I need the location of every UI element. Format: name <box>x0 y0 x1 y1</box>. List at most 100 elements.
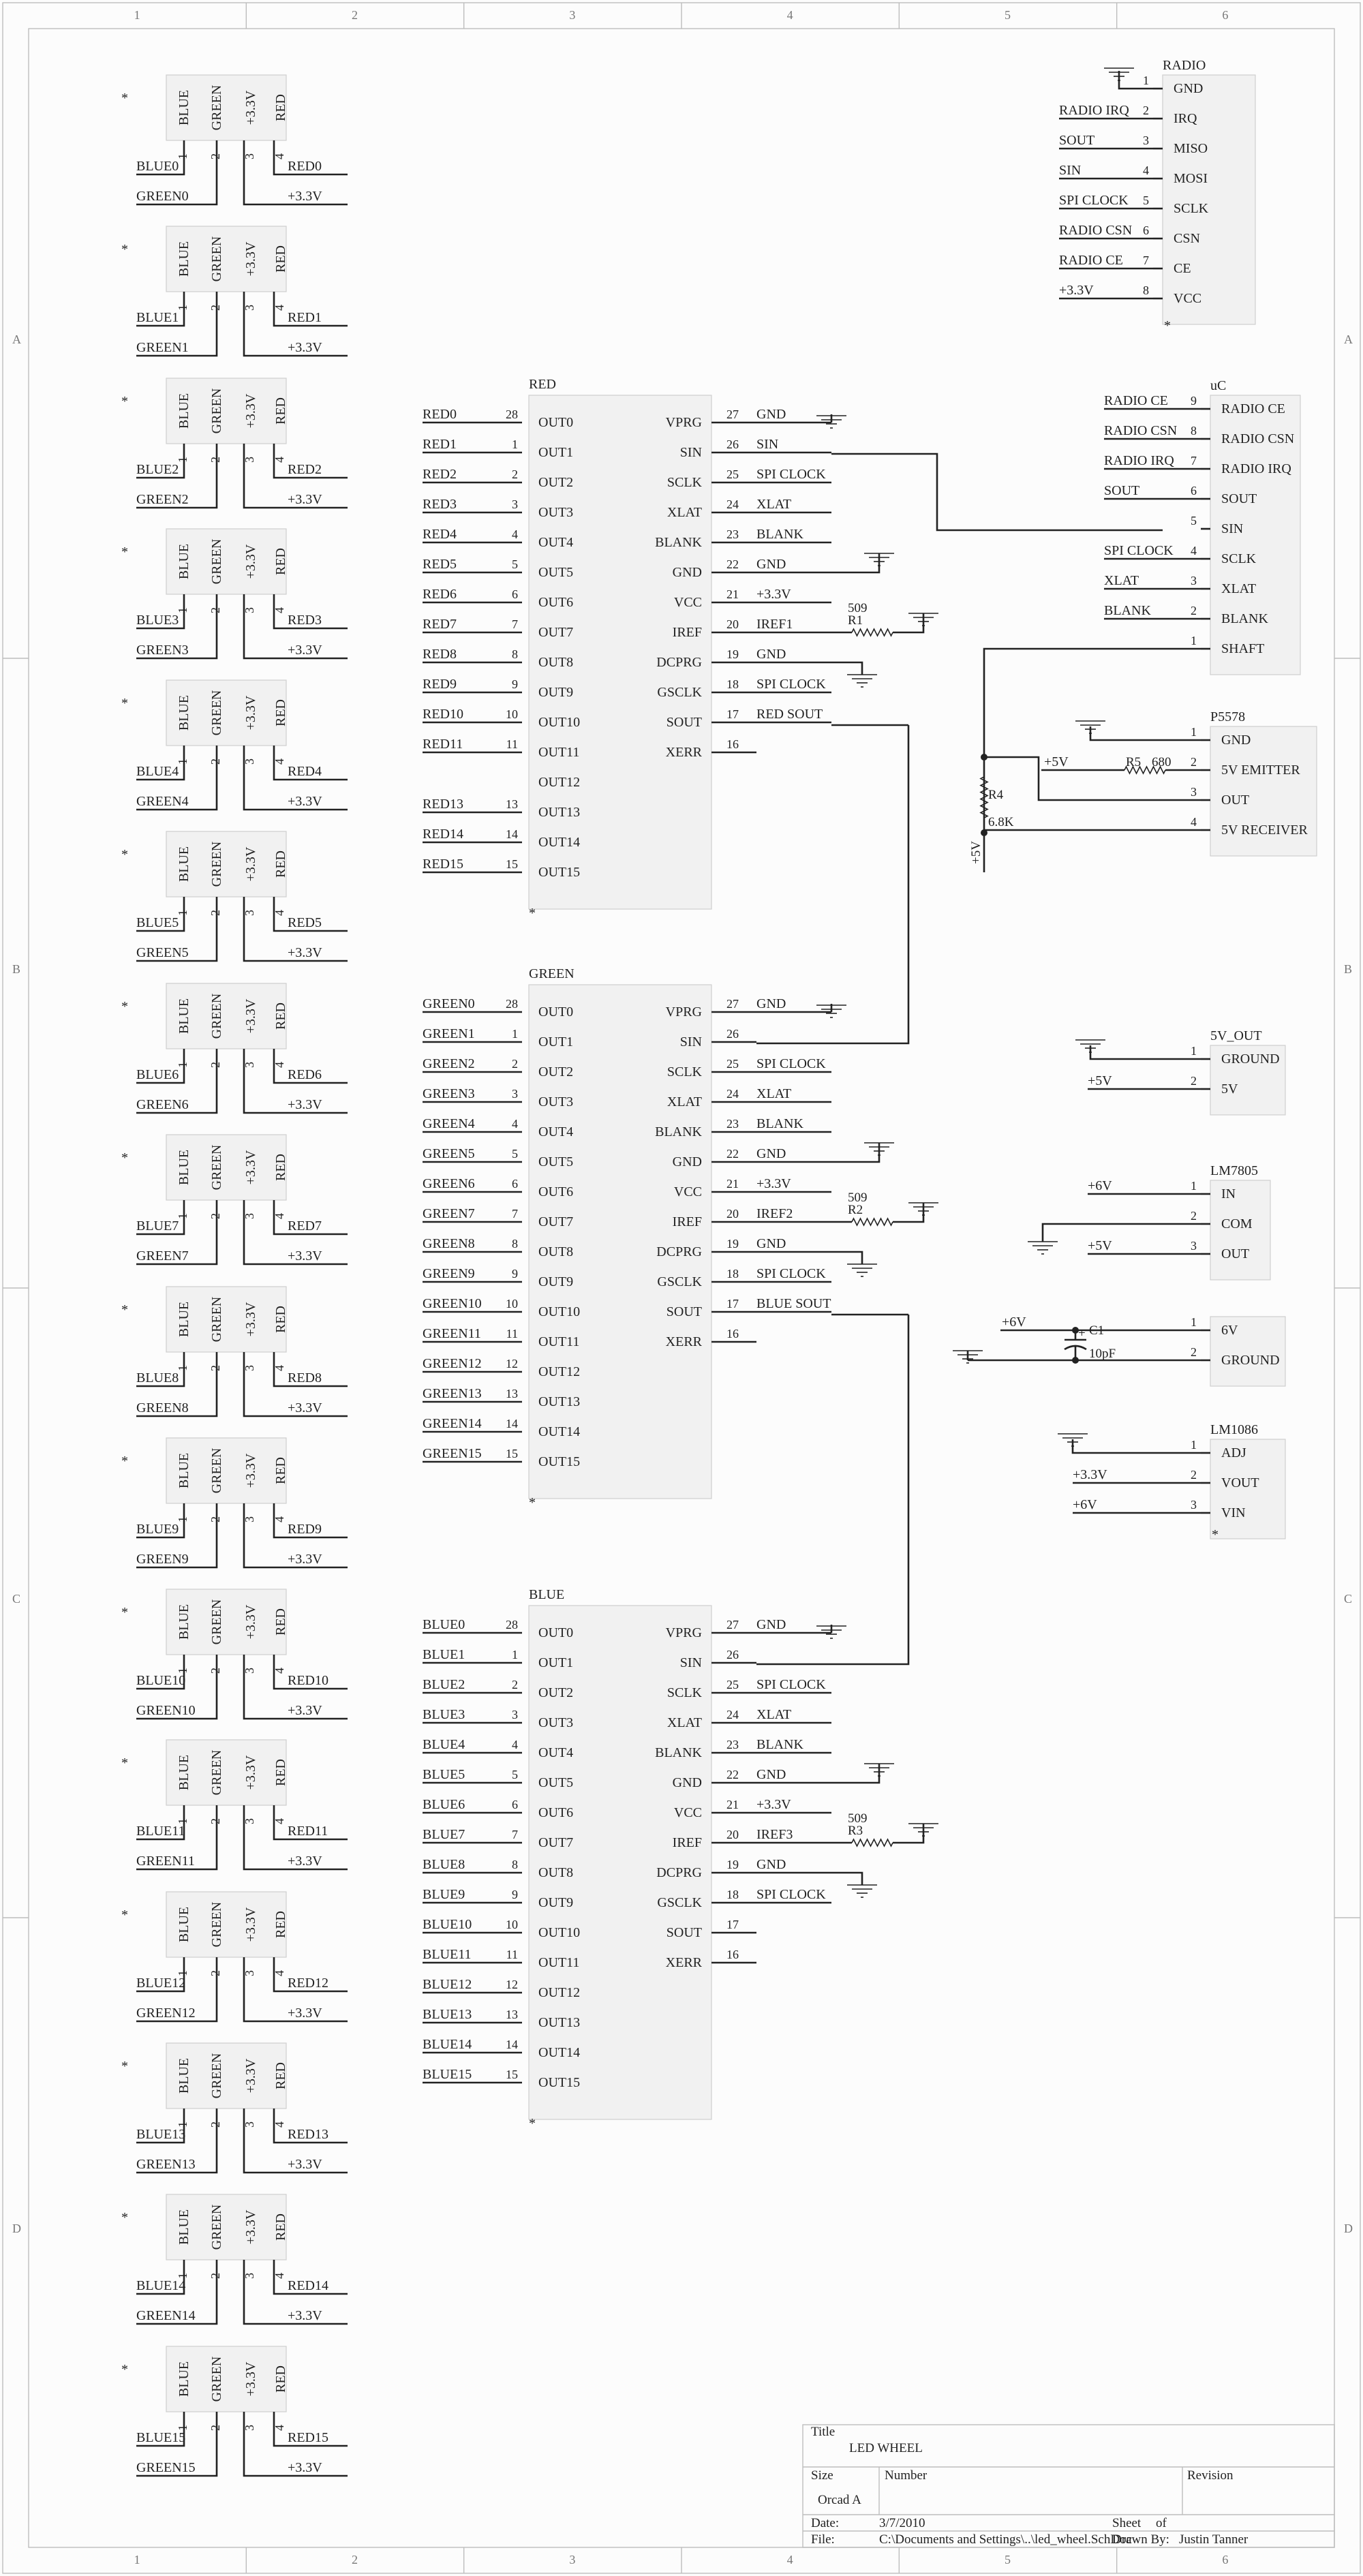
pin-number: 3 <box>1191 1239 1197 1253</box>
pin-number: 6 <box>1143 224 1149 237</box>
right-net-label: GND <box>756 996 786 1011</box>
led-marker: * <box>121 999 128 1014</box>
resistor-icon <box>1124 765 1166 775</box>
led-pin-number: 4 <box>273 1970 286 1976</box>
led-pin-number: 4 <box>273 1062 286 1068</box>
left-net-label: BLUE8 <box>423 1857 465 1872</box>
pin-number: 1 <box>1191 725 1197 739</box>
red-net-label: RED3 <box>288 613 322 628</box>
r5-ref: R5 <box>1126 755 1141 769</box>
left-pin-name: OUT5 <box>538 565 573 580</box>
vcc-net-label: +3.3V <box>288 2006 322 2021</box>
blue-wire <box>136 1805 185 1841</box>
led-pin-number: 4 <box>273 2425 286 2431</box>
p5578-5v-net: +5V <box>1044 754 1069 769</box>
right-pin-name: SOUT <box>667 715 702 730</box>
right-pin-number: 16 <box>726 1327 739 1340</box>
left-pin-name: OUT0 <box>538 1625 573 1640</box>
led-pin-name: +3.3V <box>243 1302 258 1336</box>
pin-number: 8 <box>1191 424 1197 438</box>
blue-wire <box>136 2109 185 2144</box>
blue-net-label: BLUE13 <box>136 2127 185 2142</box>
green-wire <box>136 1049 218 1114</box>
led-body <box>166 831 287 898</box>
left-net-label: RED1 <box>423 437 457 452</box>
zone-row-left: C <box>12 1592 20 1606</box>
left-net-label: GREEN12 <box>423 1356 482 1371</box>
resistor-value: 509 <box>848 1811 868 1826</box>
left-net-label: RED15 <box>423 857 463 872</box>
zone-column-top: 6 <box>1222 8 1228 22</box>
net-label: RADIO CE <box>1059 253 1123 268</box>
vcc-net-label: +3.3V <box>288 1400 322 1415</box>
led-pin-name: +3.3V <box>243 846 258 881</box>
pin-number: 2 <box>1191 1209 1197 1223</box>
led-marker: * <box>121 2362 128 2377</box>
left-pin-name: OUT2 <box>538 1685 573 1700</box>
right-pin-name: SOUT <box>667 1304 702 1319</box>
size-label: Size <box>811 2468 833 2483</box>
left-pin-name: OUT8 <box>538 1244 573 1259</box>
pin-number: 7 <box>1191 454 1197 467</box>
led-pin-name: RED <box>273 1154 288 1181</box>
red-net-label: RED10 <box>288 1673 328 1688</box>
left-pin-name: OUT12 <box>538 1364 580 1379</box>
drawn-by-label: Drawn By: <box>1112 2532 1169 2547</box>
right-net-label: BLUE SOUT <box>756 1296 831 1311</box>
right-pin-number: 21 <box>726 587 739 601</box>
zone-column-top: 5 <box>1005 8 1011 22</box>
left-net-label: BLUE15 <box>423 2067 472 2082</box>
led-pin-name: BLUE <box>177 1150 192 1185</box>
blue-wire <box>136 2260 185 2295</box>
left-net-label: GREEN0 <box>423 996 475 1011</box>
led-pin-name: BLUE <box>177 2209 192 2245</box>
led-pin-name: +3.3V <box>243 998 258 1033</box>
left-pin-name: OUT11 <box>538 745 579 760</box>
led-pin-number: 1 <box>176 153 189 159</box>
left-pin-number: 11 <box>506 1327 518 1340</box>
led-pin-number: 3 <box>243 1970 256 1976</box>
net-label: BLANK <box>1104 603 1151 618</box>
cap-plate-curved <box>1064 1345 1087 1351</box>
led-pin-name: GREEN <box>209 1599 224 1645</box>
led-pin-number: 1 <box>176 607 189 613</box>
blue-wire <box>136 1503 185 1539</box>
led-pin-name: BLUE <box>177 544 192 579</box>
zone-row-right: C <box>1344 1592 1352 1606</box>
driver-title: GREEN <box>529 966 575 981</box>
led-pin-number: 4 <box>273 910 286 916</box>
gnd-wire <box>1089 1045 1201 1060</box>
led-pin-name: +3.3V <box>243 241 258 276</box>
green-net-label: GREEN11 <box>136 1854 195 1869</box>
net-label: SPI CLOCK <box>1059 193 1129 208</box>
right-pin-number: 24 <box>726 497 739 511</box>
file-path: C:\Documents and Settings\..\led_wheel.S… <box>879 2532 1132 2547</box>
right-net-label: SPI CLOCK <box>756 1056 826 1071</box>
led-marker: * <box>121 1150 128 1165</box>
pin-number: 5 <box>1191 514 1197 527</box>
led-pin-number: 3 <box>243 153 256 159</box>
led-pin-number: 2 <box>209 1818 222 1824</box>
size-value: Orcad A <box>818 2493 861 2507</box>
left-pin-name: OUT9 <box>538 1274 573 1289</box>
net-label: +3.3V <box>1073 1467 1107 1482</box>
vcc-net-label: +3.3V <box>288 794 322 809</box>
vcc-wire <box>243 1503 348 1569</box>
left-net-label: BLUE11 <box>423 1947 471 1962</box>
vcc-wire <box>243 140 348 206</box>
gnd-wire <box>831 1764 880 1784</box>
ground-icon <box>864 1763 894 1777</box>
zone-column-top: 4 <box>787 8 793 22</box>
led-pin-name: RED <box>273 2213 288 2241</box>
left-pin-number: 5 <box>512 1147 518 1161</box>
resistor-zigzag <box>979 776 989 818</box>
p5578-sensor-body <box>1210 726 1317 857</box>
led-body <box>166 378 287 444</box>
right-pin-number: 18 <box>726 1888 739 1901</box>
left-pin-name: OUT9 <box>538 685 573 700</box>
